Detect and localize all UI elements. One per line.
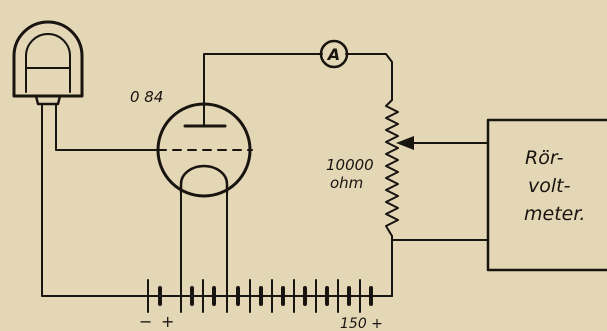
ammeter-label: A [326, 45, 340, 64]
voltmeter-label-line1: Rör- [525, 147, 564, 169]
resistor-value-label: 10000 [326, 156, 374, 174]
light-bulb [12, 20, 84, 106]
bulb-envelope [12, 20, 84, 98]
wiper-arrow-icon [396, 136, 414, 150]
bulb-base [34, 94, 62, 106]
wire-bulb-to-grid [55, 103, 159, 151]
ammeter-circle [319, 39, 349, 69]
battery-plus-label: + [161, 312, 174, 331]
resistor-zigzag [385, 99, 399, 237]
wire-ammeter-to-resistor [345, 53, 393, 101]
voltmeter-label-line2: volt- [528, 175, 571, 197]
tube-type-label: 0 84 [130, 88, 163, 106]
battery-minus-label: − [139, 312, 152, 331]
voltmeter-box [486, 118, 607, 272]
wire-anode-to-ammeter [203, 53, 323, 127]
bulb-filament-arc [25, 33, 71, 93]
battery-voltage-label: 150 + [340, 316, 383, 331]
ammeter: A [319, 39, 349, 69]
voltmeter-label-line3: meter. [524, 203, 585, 225]
wiring [41, 53, 489, 297]
battery [141, 279, 393, 313]
wire-bulb-to-battery [41, 103, 143, 297]
tube-cathode-arc [179, 164, 229, 194]
resistor-unit-label: ohm [330, 174, 363, 192]
